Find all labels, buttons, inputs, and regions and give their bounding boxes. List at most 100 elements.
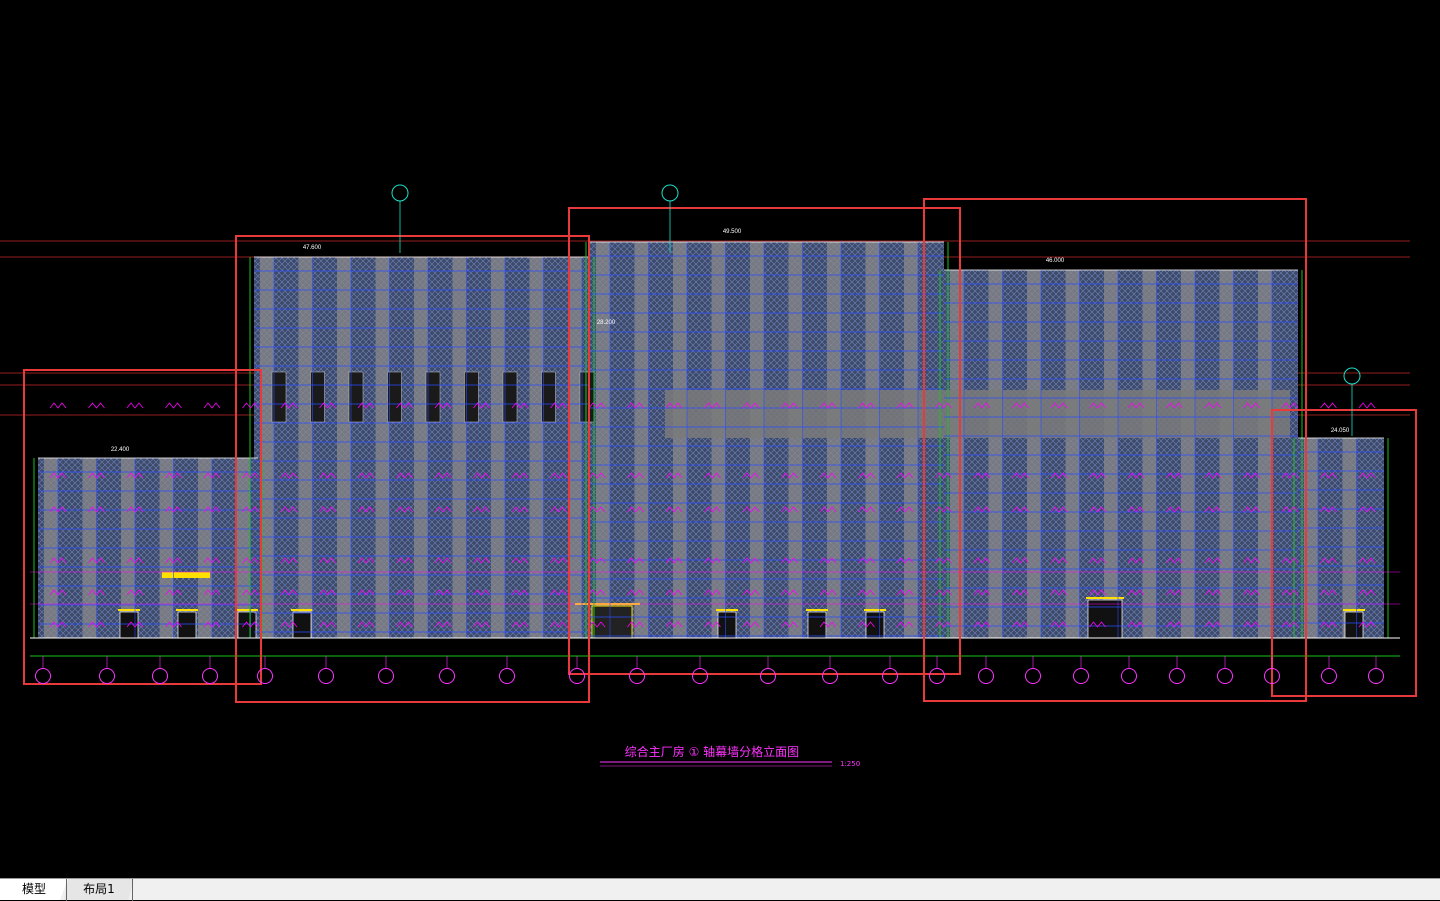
zigzag-marker <box>396 472 413 479</box>
zigzag-marker <box>126 472 144 479</box>
zigzag-marker <box>665 621 683 628</box>
zigzag-marker <box>665 402 683 409</box>
zigzag-marker <box>1127 621 1145 628</box>
pilaster <box>260 257 274 638</box>
zigzag-marker <box>1243 621 1260 628</box>
axis-bubble <box>1368 668 1384 684</box>
zigzag-marker <box>280 589 298 596</box>
tab-layout1[interactable]: 布局1 <box>64 879 134 900</box>
axis-bubble <box>378 668 394 684</box>
zigzag-marker <box>126 621 144 628</box>
zigzag-marker <box>357 557 375 564</box>
zigzag-marker <box>1127 506 1145 513</box>
zigzag-marker <box>357 621 375 628</box>
pilaster <box>788 242 803 638</box>
zigzag-marker <box>396 402 413 409</box>
axis-bubble <box>1169 668 1185 684</box>
axis-bubble <box>692 668 708 684</box>
zigzag-marker <box>819 589 837 596</box>
zigzag-marker <box>203 589 221 596</box>
zigzag-marker <box>1204 621 1222 628</box>
zigzag-marker <box>203 506 221 513</box>
zigzag-marker <box>1089 472 1106 479</box>
zigzag-marker <box>665 472 683 479</box>
zigzag-marker <box>858 472 875 479</box>
zigzag-marker <box>1012 557 1029 564</box>
zigzag-marker <box>935 506 952 513</box>
zigzag-marker <box>858 402 875 409</box>
level-label-e: 24.050 <box>1331 428 1350 434</box>
axis-bubble <box>99 668 115 684</box>
zigzag-marker <box>511 589 529 596</box>
zigzag-marker <box>1166 557 1183 564</box>
zigzag-marker <box>819 557 837 564</box>
door <box>807 611 827 639</box>
zigzag-marker <box>1127 557 1145 564</box>
zigzag-marker <box>704 557 721 564</box>
pilaster <box>711 242 726 638</box>
axis-bubble <box>569 668 585 684</box>
zigzag-marker <box>935 402 952 409</box>
section-marker <box>391 184 409 202</box>
zigzag-marker <box>935 589 952 596</box>
markup-rectangle <box>23 369 262 685</box>
door <box>237 611 257 639</box>
zigzag-marker <box>627 557 644 564</box>
zigzag-marker <box>896 506 914 513</box>
axis-bubble <box>439 668 455 684</box>
zigzag-marker <box>165 621 182 628</box>
zigzag-marker <box>1243 402 1260 409</box>
zigzag-marker <box>319 621 336 628</box>
zigzag-marker <box>704 472 721 479</box>
zigzag-marker <box>49 557 67 564</box>
cad-drawing-canvas[interactable]: 综合主厂房 ① 轴幕墙分格立面图 1:250 47.600 49.500 46.… <box>0 0 1440 878</box>
zigzag-marker <box>550 589 567 596</box>
zigzag-marker <box>280 506 298 513</box>
zigzag-marker <box>357 589 375 596</box>
zigzag-marker <box>319 506 336 513</box>
zigzag-marker <box>781 589 798 596</box>
zigzag-marker <box>1204 557 1222 564</box>
zigzag-marker <box>165 557 182 564</box>
zigzag-marker <box>357 506 375 513</box>
tab-model[interactable]: 模型 <box>0 879 68 900</box>
tab-divider <box>132 879 133 901</box>
level-label-f: 28.200 <box>597 320 616 326</box>
axis-bubble <box>978 668 994 684</box>
zigzag-marker <box>1012 589 1029 596</box>
window-opening <box>310 371 325 423</box>
pilaster <box>1142 270 1157 638</box>
zigzag-marker <box>434 557 452 564</box>
zigzag-marker <box>1012 621 1029 628</box>
zigzag-marker <box>1281 472 1299 479</box>
zigzag-marker <box>357 472 375 479</box>
zigzag-marker <box>665 589 683 596</box>
zigzag-marker <box>704 506 721 513</box>
zigzag-marker <box>396 621 413 628</box>
axis-bubble <box>152 668 168 684</box>
zigzag-marker <box>704 589 721 596</box>
pilaster <box>1181 270 1195 638</box>
zigzag-marker <box>1089 621 1106 628</box>
zigzag-marker <box>935 557 952 564</box>
zigzag-marker <box>165 506 182 513</box>
zigzag-marker <box>1358 402 1376 409</box>
zigzag-marker <box>1012 472 1029 479</box>
zigzag-marker <box>396 589 413 596</box>
zigzag-marker <box>1089 557 1106 564</box>
zigzag-marker <box>1166 589 1183 596</box>
zigzag-marker <box>165 472 182 479</box>
zigzag-marker <box>973 402 991 409</box>
zigzag-marker <box>126 402 144 409</box>
markup-rectangle <box>923 198 1307 702</box>
zigzag-marker <box>434 402 452 409</box>
zigzag-marker <box>434 472 452 479</box>
pilaster <box>1104 270 1118 638</box>
zigzag-marker <box>280 472 298 479</box>
zigzag-marker <box>1050 472 1068 479</box>
zigzag-marker <box>511 402 529 409</box>
zigzag-marker <box>1358 589 1376 596</box>
curtain-wall-grid <box>30 241 1400 657</box>
zigzag-marker <box>1204 589 1222 596</box>
zigzag-marker <box>665 506 683 513</box>
